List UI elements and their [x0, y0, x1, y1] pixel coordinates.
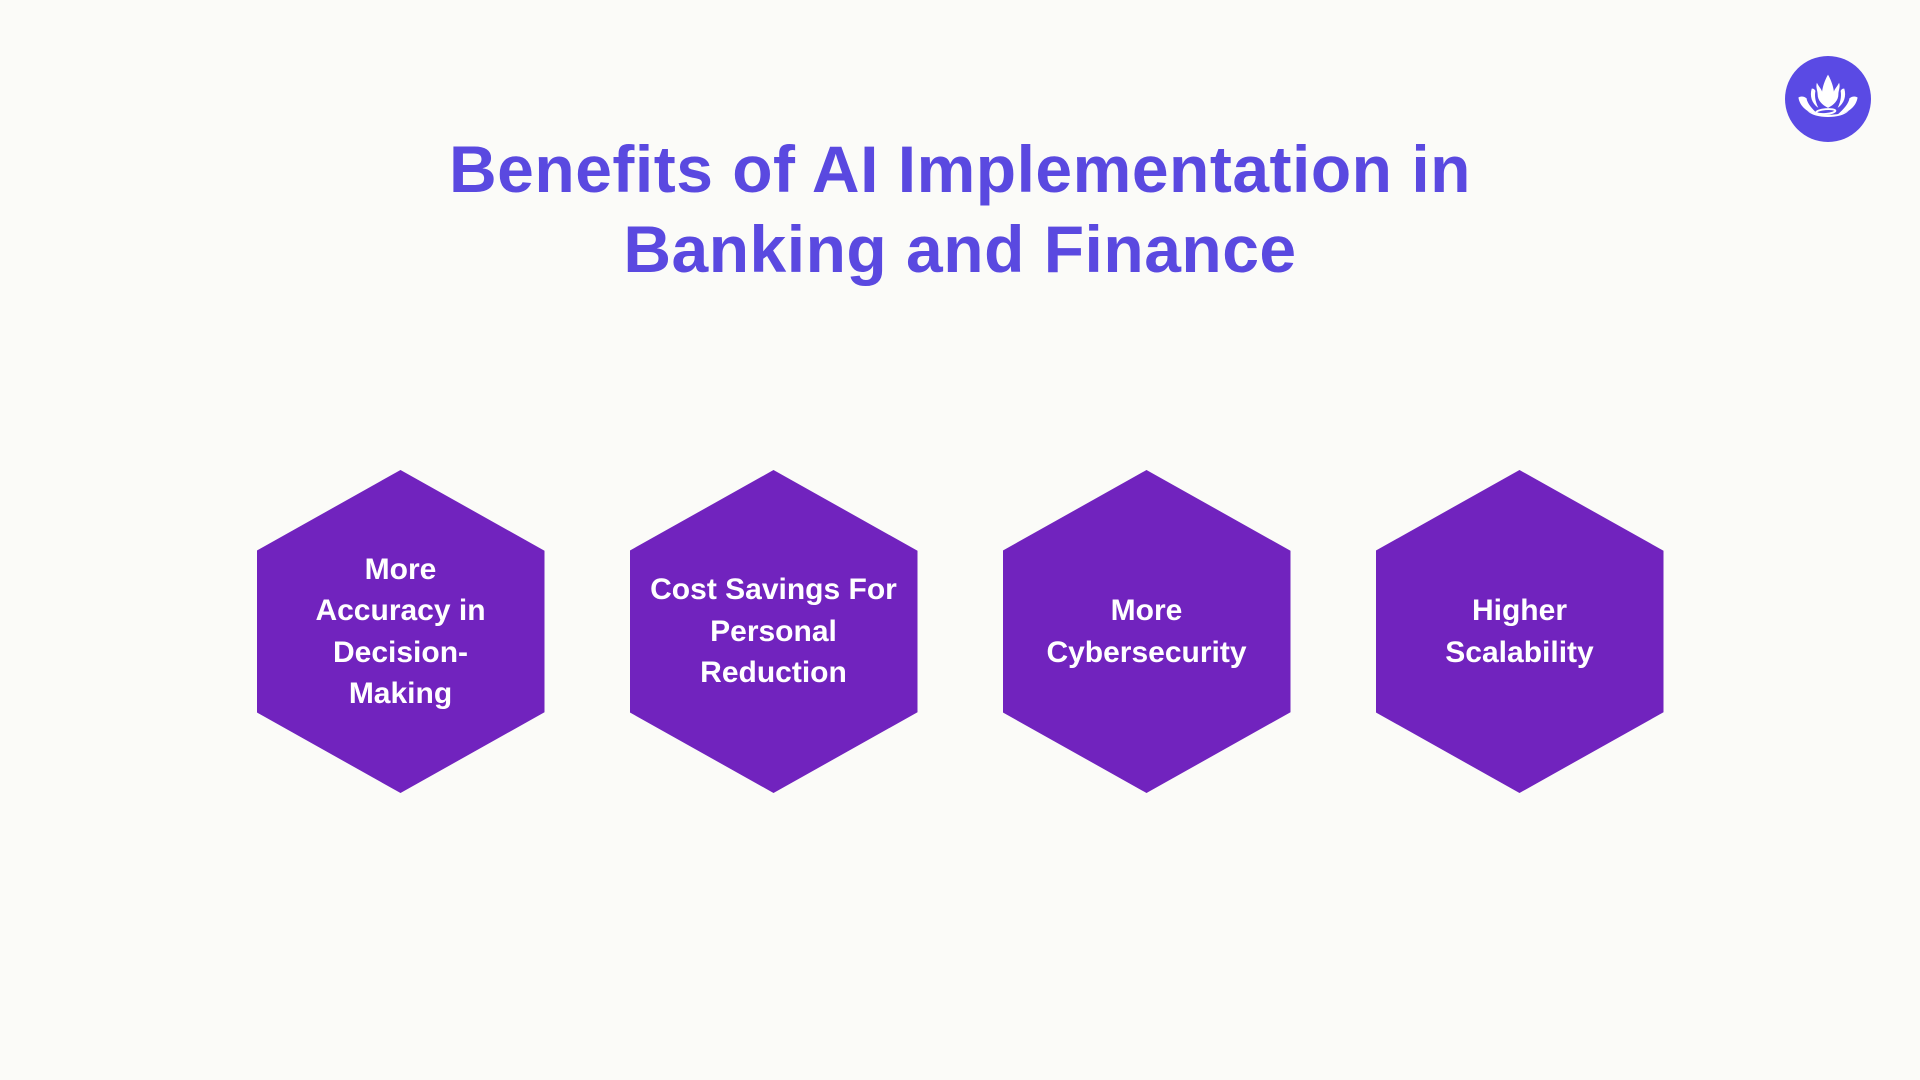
- benefit-hexagon-scalability: Higher Scalability: [1375, 470, 1664, 793]
- lotus-flower-icon: [1791, 62, 1865, 136]
- lotus-logo: [1785, 56, 1871, 142]
- hexagon-label: More Accuracy in Decision- Making: [315, 552, 486, 710]
- hexagon-label: Higher Scalability: [1445, 594, 1594, 669]
- hexagon-label: Cost Savings For Personal Reduction: [650, 573, 897, 690]
- hexagon-row: More Accuracy in Decision- Making Cost S…: [0, 470, 1920, 793]
- benefit-hexagon-accuracy: More Accuracy in Decision- Making: [256, 470, 545, 793]
- page-title: Benefits of AI Implementation in Banking…: [449, 132, 1471, 286]
- benefit-hexagon-cybersecurity: More Cybersecurity: [1002, 470, 1291, 793]
- benefit-hexagon-cost-savings: Cost Savings For Personal Reduction: [629, 470, 918, 793]
- hexagon-label: More Cybersecurity: [1046, 594, 1247, 669]
